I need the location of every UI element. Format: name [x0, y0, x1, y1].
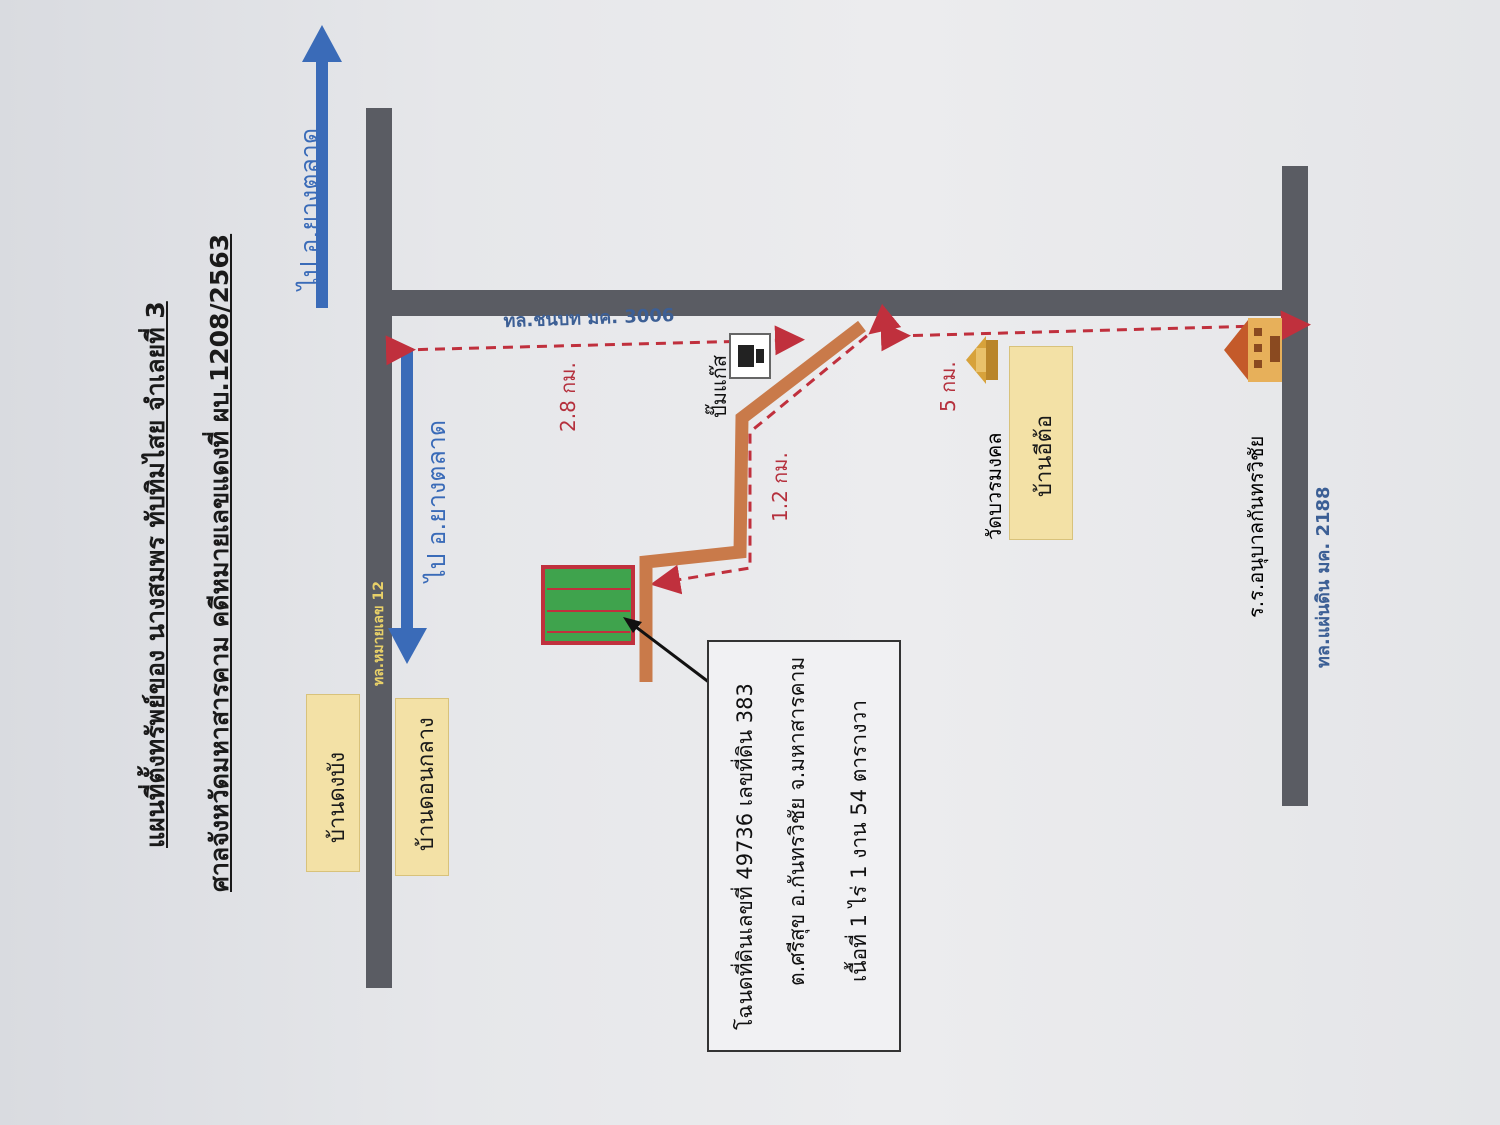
info-location: ต.ศรีสุข อ.กันทรวิชัย จ.มหาสารคาม [785, 656, 809, 986]
gas-station-icon [729, 333, 771, 379]
road-label-2188: ทล.แผ่นดิน มค. 2188 [1313, 486, 1334, 668]
distance-arrow-5 [880, 310, 1311, 352]
arrow-down-icon [388, 628, 427, 664]
direction-top-label: ไป อ.ยางตลาด [295, 127, 324, 290]
temple-icon [966, 336, 998, 384]
distance-label-5: 5 กม. [936, 361, 960, 412]
direction-left-label: ไป อ.ยางตลาด [422, 419, 451, 582]
village-dongbang: บ้านดงบัง [306, 694, 360, 872]
highway-12-road [366, 108, 392, 988]
gas-station-label: ปั๊มแก๊ส [707, 354, 731, 418]
pointer-arrow-icon [623, 617, 642, 633]
access-path [639, 320, 866, 682]
info-area: เนื้อที่ 1 ไร่ 1 งาน 54 ตารางวา [847, 699, 871, 982]
school-label: ร.ร.อนุบาลกันทรวิชัย [1244, 435, 1268, 618]
village-donklang: บ้านดอนกลาง [395, 698, 449, 876]
road-label-12: ทล.หมายเลข 12 [371, 581, 387, 686]
land-parcel [541, 565, 635, 645]
distance-label-2.8: 2.8 กม. [556, 362, 580, 432]
arrow-up-icon [302, 25, 342, 62]
village-dongbang-label: บ้านดงบัง [325, 751, 350, 843]
temple-label: วัดบวรมงคล [982, 432, 1006, 540]
road-label-3006: ทล.ชนบท มค. 3006 [503, 305, 675, 332]
school-icon [1224, 318, 1282, 382]
distance-label-1.2: 1.2 กม. [768, 452, 792, 522]
distance-arrow-1.2 [650, 303, 902, 595]
info-deed: โฉนดที่ดินเลขที่ 49736 เลขที่ดิน 383 [733, 683, 757, 1030]
village-donklang-label: บ้านดอนกลาง [414, 717, 439, 851]
road-2188 [1282, 166, 1308, 806]
village-eetor: บ้านอีต้อ [1009, 346, 1073, 540]
land-info-box: โฉนดที่ดินเลขที่ 49736 เลขที่ดิน 383 ต.ศ… [707, 640, 901, 1052]
village-eetor-label: บ้านอีต้อ [1032, 414, 1057, 497]
